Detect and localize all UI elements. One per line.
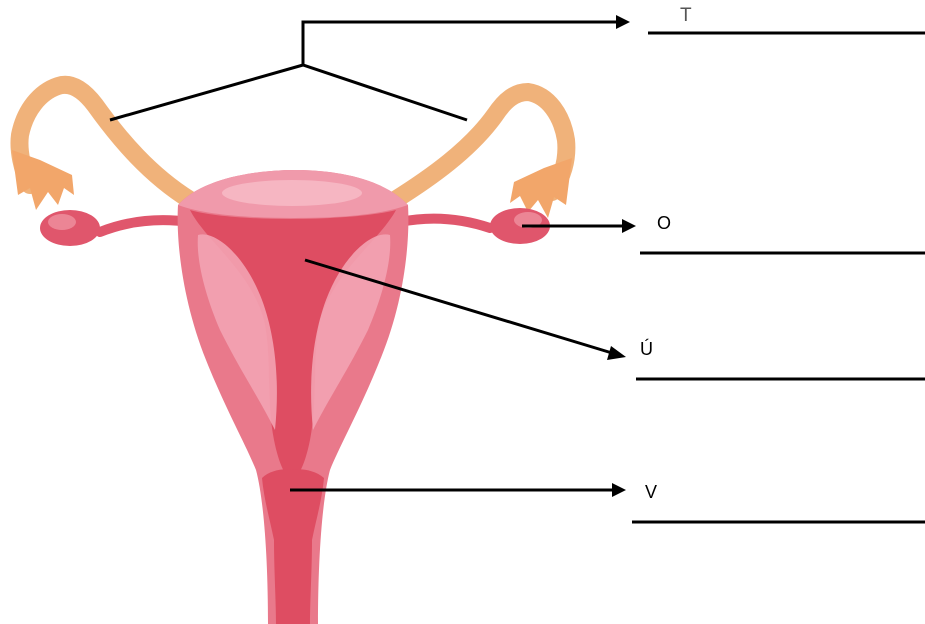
pointer-line-t-stem bbox=[303, 22, 618, 65]
vaginal-canal bbox=[274, 540, 312, 624]
label-v: V bbox=[645, 483, 657, 501]
left-ovary-highlight bbox=[48, 214, 76, 230]
label-o: O bbox=[657, 214, 671, 232]
left-ovarian-ligament bbox=[100, 220, 190, 232]
right-ovarian-ligament bbox=[400, 219, 490, 228]
label-u: Ú bbox=[640, 340, 653, 358]
arrowhead-v bbox=[612, 483, 626, 497]
pointer-line-t-bracket bbox=[110, 65, 467, 120]
arrowhead-t bbox=[616, 15, 630, 29]
fundus-highlight bbox=[222, 180, 362, 206]
arrowhead-o bbox=[622, 219, 636, 233]
label-t: T bbox=[680, 6, 692, 25]
arrowhead-u bbox=[607, 346, 626, 360]
left-fimbria bbox=[12, 150, 74, 210]
